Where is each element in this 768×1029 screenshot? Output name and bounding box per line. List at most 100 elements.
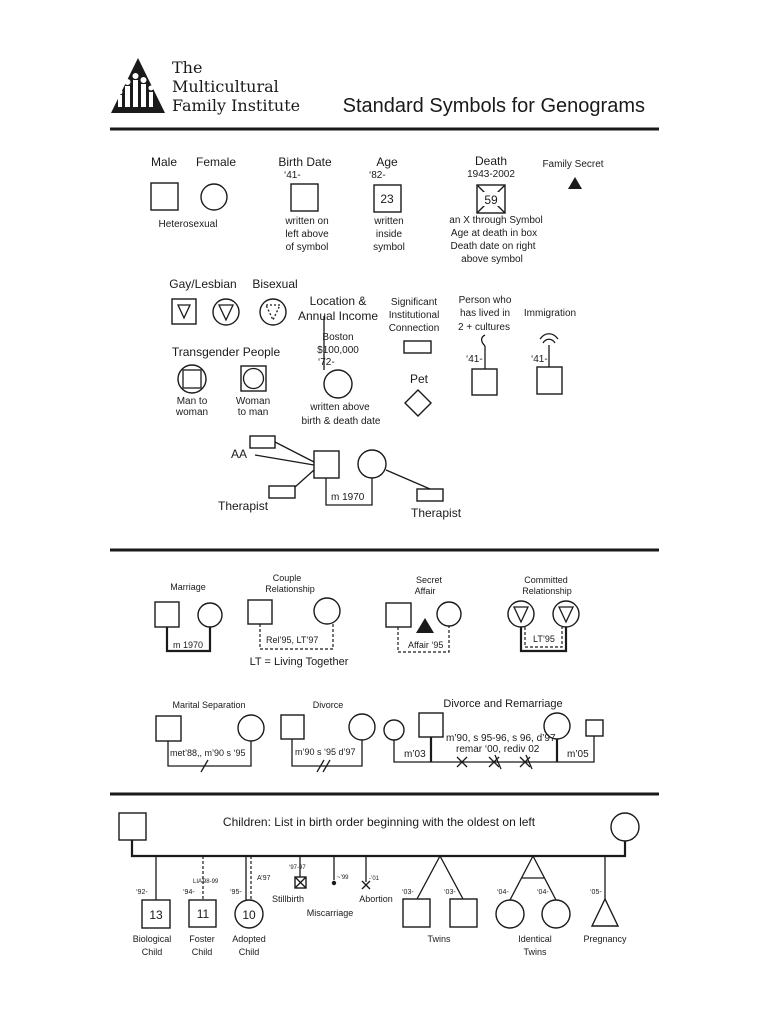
affair-label-1: Secret xyxy=(416,575,443,585)
separation-wife xyxy=(237,714,265,742)
children-heading: Children: List in birth order beginning … xyxy=(223,815,536,829)
multi-culture-label-2: has lived in xyxy=(460,308,510,319)
connections-marriage-label: m 1970 xyxy=(331,492,365,503)
age-symbol xyxy=(373,184,402,213)
age-note-1: written xyxy=(373,216,403,227)
death-note-3: Death date on right xyxy=(450,241,535,252)
female-symbol xyxy=(200,183,228,211)
abortion-year: -’01 xyxy=(369,876,380,882)
therapist-right-label: Therapist xyxy=(411,506,462,520)
remarriage-divorce-marks xyxy=(456,754,533,770)
man-to-woman-label-1: Man to xyxy=(177,396,208,407)
age-note-3: symbol xyxy=(373,242,405,253)
biological-year: ‘92- xyxy=(136,889,148,896)
logo-text-line3: Family Institute xyxy=(172,96,300,115)
foster-year: ‘94- xyxy=(183,889,195,896)
female-label: Female xyxy=(196,155,236,169)
birth-date-note-3: of symbol xyxy=(286,242,329,253)
miscarriage-symbol xyxy=(331,880,337,886)
multi-culture-year: ‘41- xyxy=(466,354,483,365)
twins-year-right: ‘03- xyxy=(444,889,456,896)
couple-date: Rel’95, LT’97 xyxy=(266,635,318,645)
marriage-line xyxy=(165,627,212,653)
couple-label-2: Relationship xyxy=(265,584,315,594)
biological-label-1: Biological xyxy=(133,934,172,944)
institute-logo xyxy=(111,58,165,113)
remarriage-left-date: m’03 xyxy=(404,749,426,760)
living-together-note: LT = Living Together xyxy=(250,656,349,668)
logo-text-line2: Multicultural xyxy=(172,77,279,96)
logo-text-line1: The xyxy=(172,58,202,77)
pet-label: Pet xyxy=(410,372,429,386)
death-age-value: 59 xyxy=(484,193,498,207)
affair-secret-marker xyxy=(416,618,434,633)
heterosexual-label: Heterosexual xyxy=(159,219,218,230)
immigration-symbol xyxy=(536,366,563,395)
bisexual-label: Bisexual xyxy=(252,277,297,291)
age-value: 23 xyxy=(380,192,394,206)
twins-lines xyxy=(416,855,464,900)
committed-label-2: Relationship xyxy=(522,586,572,596)
children-father xyxy=(118,812,147,841)
couple-label-1: Couple xyxy=(273,573,302,583)
committed-date: LT’95 xyxy=(533,634,555,644)
multi-culture-label-1: Person who xyxy=(459,295,512,306)
committed-label-1: Committed xyxy=(524,575,568,585)
multi-culture-marker xyxy=(480,334,486,369)
birth-date-label: Birth Date xyxy=(278,155,332,169)
identical-label-1: Identical xyxy=(518,934,552,944)
age-year: ‘82- xyxy=(369,170,386,181)
location-note-1: written above xyxy=(309,402,370,413)
gay-symbol xyxy=(171,298,197,325)
location-label-2: Annual Income xyxy=(298,309,378,323)
location-place: Boston xyxy=(322,332,353,343)
gay-lesbian-label: Gay/Lesbian xyxy=(169,277,236,291)
children-parent-line xyxy=(130,840,627,858)
man-to-woman-label-2: woman xyxy=(175,407,208,418)
couple-partner-1 xyxy=(247,599,273,625)
multi-culture-label-3: 2 + cultures xyxy=(458,322,510,333)
identical-twin-1-symbol xyxy=(495,899,525,929)
transgender-label: Transgender People xyxy=(172,345,281,359)
committed-partner-1 xyxy=(507,600,535,628)
institutional-label-3: Connection xyxy=(389,323,440,334)
immigration-label: Immigration xyxy=(524,308,576,319)
committed-partner-2 xyxy=(552,600,580,628)
adopted-label-1: Adopted xyxy=(232,934,266,944)
miscarriage-year: ~’99 xyxy=(337,875,349,881)
children-mother xyxy=(610,812,640,842)
divorce-date: m’90 s ‘95 d’97 xyxy=(295,747,356,757)
death-years: 1943-2002 xyxy=(467,169,515,180)
divorce-husband xyxy=(280,714,305,740)
twins-year-left: ‘03- xyxy=(402,889,414,896)
committed-dashed-line xyxy=(524,627,563,648)
woman-to-man-label-2: to man xyxy=(238,407,269,418)
remarriage-right-date: m’05 xyxy=(567,749,589,760)
pregnancy-year: ‘05- xyxy=(590,889,602,896)
adopted-mark: A’97 xyxy=(257,875,271,882)
separation-label: Marital Separation xyxy=(172,700,245,710)
adopted-child-symbol xyxy=(234,899,264,929)
identical-twins-lines xyxy=(509,855,557,901)
aa-label: AA xyxy=(231,447,247,461)
separation-slash xyxy=(200,759,209,773)
adopted-label-2: Child xyxy=(239,947,260,957)
pet-symbol xyxy=(404,389,432,417)
affair-label-2: Affair xyxy=(415,586,436,596)
remarriage-mid-date-2: remar ‘00, rediv 02 xyxy=(456,744,540,755)
location-year: ‘72- xyxy=(318,357,335,368)
pregnancy-symbol xyxy=(590,897,620,927)
location-income: $100,000 xyxy=(317,345,359,356)
couple-partner-2 xyxy=(313,597,341,625)
family-secret-symbol xyxy=(568,177,582,189)
twin-1-symbol xyxy=(402,898,431,928)
location-note-2: birth & death date xyxy=(302,416,381,427)
remarriage-second-husband xyxy=(585,719,604,737)
connections-diagram xyxy=(249,435,444,506)
location-symbol xyxy=(323,369,353,399)
death-note-4: above symbol xyxy=(461,254,523,265)
foster-child-symbol xyxy=(188,899,217,928)
age-note-2: inside xyxy=(376,229,403,240)
woman-to-man-symbol xyxy=(240,365,267,392)
couple-line xyxy=(259,624,334,650)
